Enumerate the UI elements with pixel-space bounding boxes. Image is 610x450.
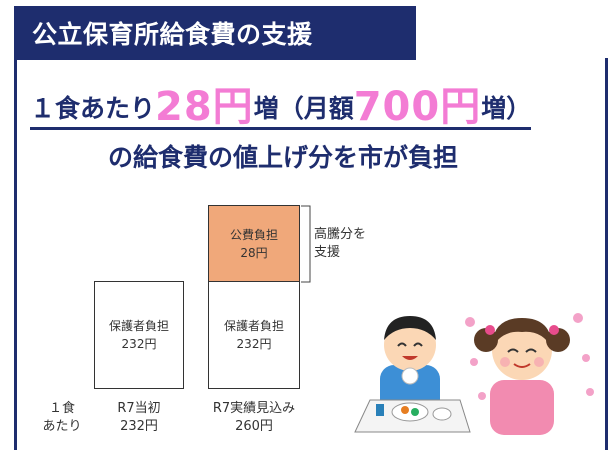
right-parent-share-label: 保護者負担	[223, 319, 284, 333]
right-parent-share-box: 保護者負担 232円	[208, 281, 300, 389]
headline-line2: の給食費の値上げ分を市が負担	[108, 143, 459, 172]
headline-amount-monthly: 700円	[353, 84, 482, 130]
left-parent-share-box: 保護者負担 232円	[94, 281, 184, 389]
col2-label: R7実績見込み 260円	[198, 400, 310, 436]
row-label-line2: あたり	[42, 419, 82, 434]
left-parent-share-value: 232円	[121, 337, 157, 351]
headline-mid: 増（月額	[253, 89, 354, 130]
public-share-box: 公費負担 28円	[208, 205, 300, 282]
support-annotation-line1: 高騰分を	[314, 227, 367, 242]
bracket-line	[301, 205, 311, 283]
support-annotation-line2: 支援	[314, 245, 341, 260]
left-parent-share-label: 保護者負担	[108, 319, 169, 333]
page-title: 公立保育所給食費の支援	[32, 20, 313, 49]
row-label-line1: １食	[48, 401, 75, 416]
col2-name: R7実績見込み	[212, 401, 296, 416]
public-share-value: 28円	[240, 245, 268, 260]
children-eating-illustration	[354, 313, 594, 435]
headline-suffix: 増）	[481, 89, 532, 130]
lunch-tray	[354, 399, 471, 433]
col1-name: R7当初	[117, 401, 161, 416]
col1-label: R7当初 232円	[94, 400, 184, 436]
right-parent-share-value: 232円	[236, 337, 272, 351]
headline-prefix: １食あたり	[30, 89, 156, 130]
flower-decorations	[465, 313, 594, 400]
headline-amount-per-meal: 28円	[155, 84, 254, 130]
col1-value: 232円	[120, 419, 158, 434]
content-frame	[14, 58, 608, 450]
girl-figure	[474, 318, 570, 435]
col2-value: 260円	[235, 419, 273, 434]
support-annotation: 高騰分を 支援	[314, 226, 366, 262]
headline-line1: １食あたり 28円 増（月額 700円 増）	[30, 86, 610, 130]
public-share-label: 公費負担	[229, 227, 278, 242]
row-label: １食 あたり	[40, 400, 84, 436]
title-banner: 公立保育所給食費の支援	[14, 6, 416, 60]
